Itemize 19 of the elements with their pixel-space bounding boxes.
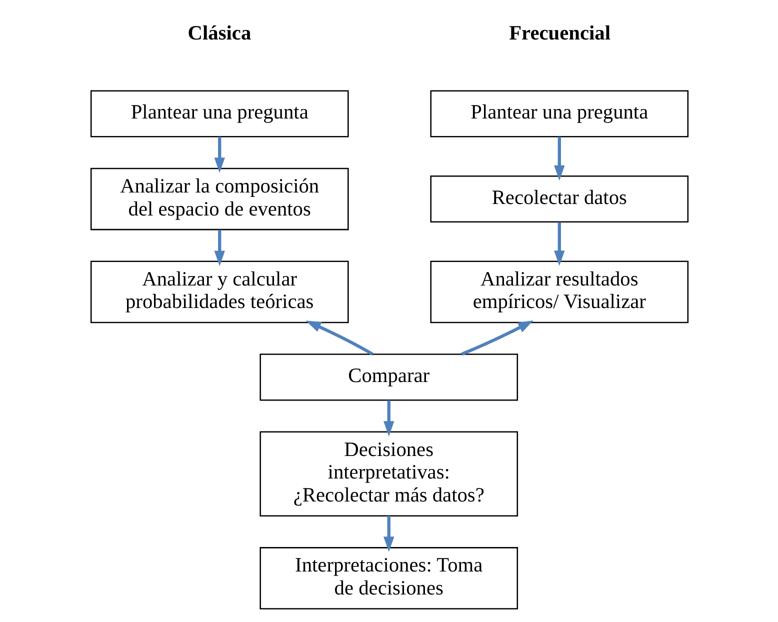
arrow <box>554 136 564 181</box>
arrow <box>305 320 373 356</box>
node-box: Plantear una pregunta <box>430 90 688 138</box>
node-box: Interpretaciones: Toma de decisiones <box>259 547 518 610</box>
node-box: Comparar <box>259 354 518 401</box>
arrow <box>214 230 224 266</box>
arrow <box>214 136 224 173</box>
node-box: Decisiones interpretativas: ¿Recolectar más datos? <box>259 431 518 517</box>
arrow <box>383 400 394 436</box>
label: Frecuencial <box>508 22 610 45</box>
arrow <box>460 320 533 356</box>
node-box: Analizar resultados empíricos/ Visualizar <box>430 260 688 324</box>
node-box: Analizar la composición del espacio de eventos <box>90 168 348 230</box>
node-box: Plantear una pregunta <box>90 90 348 138</box>
node-box: Analizar y calcular probabilidades teóricas <box>90 260 348 324</box>
arrow <box>383 516 394 552</box>
label: Clásica <box>187 22 251 45</box>
arrow <box>554 222 564 266</box>
node-box: Recolectar datos <box>430 175 688 223</box>
